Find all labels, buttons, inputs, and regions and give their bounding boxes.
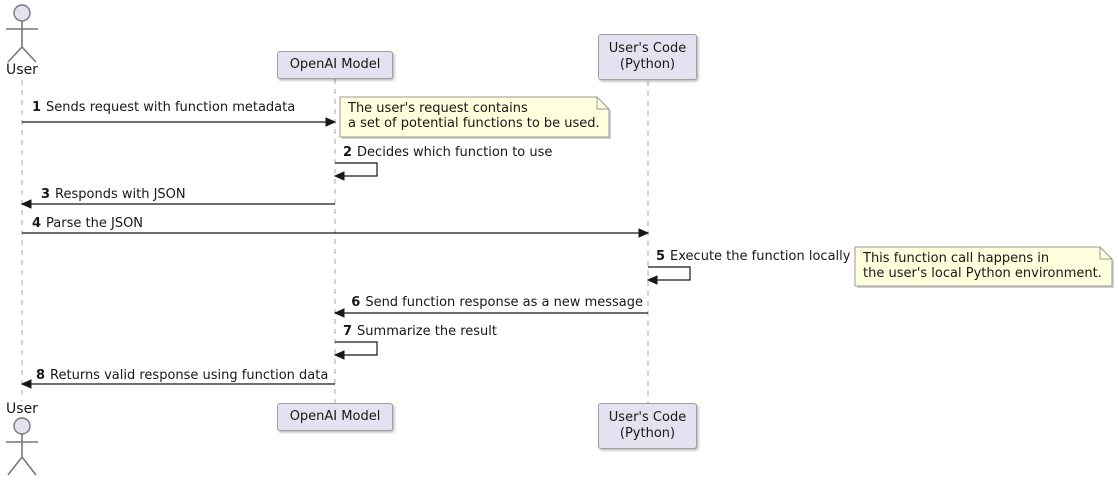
message-6-number: 6 bbox=[351, 295, 361, 310]
message-2-text: Decides which function to use bbox=[357, 145, 553, 160]
message-3-label: 3 Responds with JSON bbox=[41, 187, 186, 202]
message-4-number: 4 bbox=[32, 216, 42, 231]
message-1-number: 1 bbox=[32, 100, 42, 115]
note-local-exec-line1: This function call happens in bbox=[863, 251, 1050, 266]
message-5-text: Execute the function locally bbox=[670, 249, 851, 264]
actor-user-label-top: User bbox=[6, 62, 38, 78]
participant-users-code-line2: (Python) bbox=[619, 426, 676, 441]
message-8-number: 8 bbox=[36, 368, 46, 383]
arrowhead-msg1 bbox=[325, 117, 337, 127]
participant-users-code-bottom: User's Code (Python) bbox=[598, 403, 697, 449]
note-local-exec-line2: the user's local Python environment. bbox=[863, 266, 1102, 281]
participant-openai-model-top: OpenAI Model bbox=[277, 51, 393, 79]
note-request-text: The user's request contains a set of pot… bbox=[348, 101, 600, 131]
arrowhead-msg6 bbox=[333, 308, 345, 318]
message-3-text: Responds with JSON bbox=[55, 187, 186, 202]
message-2-label: 2 Decides which function to use bbox=[343, 145, 552, 160]
message-2-number: 2 bbox=[343, 145, 353, 160]
arrow-msg2-self bbox=[335, 162, 378, 177]
message-8-text: Returns valid response using function da… bbox=[50, 368, 329, 383]
message-7-label: 7 Summarize the result bbox=[343, 324, 497, 339]
note-local-exec-fold bbox=[1099, 247, 1112, 260]
message-7-number: 7 bbox=[343, 324, 353, 339]
actor-user-body-top bbox=[6, 21, 38, 63]
note-request-fold bbox=[596, 97, 609, 110]
participant-openai-model-label: OpenAI Model bbox=[289, 57, 381, 72]
note-local-exec-text: This function call happens in the user's… bbox=[863, 251, 1102, 281]
participant-openai-model-bottom: OpenAI Model bbox=[277, 403, 393, 431]
message-6-text: Send function response as a new message bbox=[365, 295, 643, 310]
participant-users-code-line1: User's Code bbox=[608, 410, 687, 425]
arrowhead-msg3 bbox=[20, 199, 32, 209]
arrowhead-msg4 bbox=[638, 228, 650, 238]
message-7-text: Summarize the result bbox=[357, 324, 497, 339]
message-5-label: 5 Execute the function locally bbox=[656, 249, 850, 264]
arrowhead-msg7 bbox=[333, 350, 345, 360]
message-1-text: Sends request with function metadata bbox=[46, 100, 296, 115]
note-local-exec-shape bbox=[854, 246, 1113, 287]
participant-openai-model-label: OpenAI Model bbox=[289, 409, 381, 424]
message-8-label: 8 Returns valid response using function d… bbox=[36, 368, 328, 383]
message-4-label: 4 Parse the JSON bbox=[32, 216, 143, 231]
message-5-number: 5 bbox=[656, 249, 666, 264]
note-request-line2: a set of potential functions to be used. bbox=[348, 116, 600, 131]
actor-user-head-bottom bbox=[13, 417, 31, 435]
message-3-number: 3 bbox=[41, 187, 51, 202]
arrowhead-msg5 bbox=[646, 275, 658, 285]
arrowhead-msg8 bbox=[20, 379, 32, 389]
actor-user-head-top bbox=[13, 4, 31, 22]
participant-users-code-line2: (Python) bbox=[619, 57, 676, 72]
note-request-line1: The user's request contains bbox=[348, 101, 528, 116]
participant-users-code-top: User's Code (Python) bbox=[598, 34, 697, 80]
message-1-label: 1 Sends request with function metadata bbox=[32, 100, 295, 115]
actor-user-body-bottom bbox=[6, 434, 38, 476]
arrowhead-msg2 bbox=[333, 171, 345, 181]
message-6-label: 6 Send function response as a new message bbox=[335, 295, 643, 310]
arrow-msg5-self bbox=[648, 266, 691, 281]
message-4-text: Parse the JSON bbox=[46, 216, 144, 231]
arrow-msg7-self bbox=[335, 341, 378, 356]
note-request-shape bbox=[339, 96, 610, 138]
participant-users-code-line1: User's Code bbox=[608, 41, 687, 56]
actor-user-label-bottom: User bbox=[6, 401, 38, 417]
